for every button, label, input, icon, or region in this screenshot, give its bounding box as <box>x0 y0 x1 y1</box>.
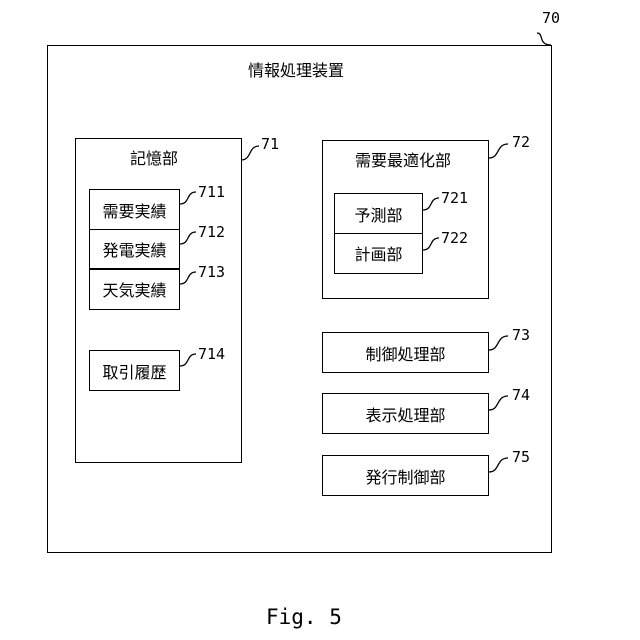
issuing-box: 発行制御部 <box>322 455 489 496</box>
storage-item-generation: 発電実績 <box>89 229 180 270</box>
control-label: 制御処理部 <box>365 341 445 365</box>
optimizer-label: 需要最適化部 <box>355 152 451 170</box>
optimizer-item-plan: 計画部 <box>334 233 423 274</box>
display-ref: 74 <box>512 387 530 403</box>
device-label: 情報処理装置 <box>248 62 344 80</box>
display-label: 表示処理部 <box>365 402 445 426</box>
storage-item-ref: 712 <box>198 224 225 240</box>
issuing-label: 発行制御部 <box>365 464 445 488</box>
storage-item-label: 発電実績 <box>102 237 166 261</box>
storage-history: 取引履歴 <box>89 350 180 391</box>
storage-history-label: 取引履歴 <box>102 359 166 383</box>
storage-item-ref: 713 <box>198 264 225 280</box>
optimizer-item-forecast: 予測部 <box>334 193 423 234</box>
storage-item-ref: 711 <box>198 184 225 200</box>
control-box: 制御処理部 <box>322 332 489 373</box>
optimizer-item-ref: 722 <box>441 230 468 246</box>
device-ref: 70 <box>542 10 560 26</box>
optimizer-item-label: 計画部 <box>354 241 402 265</box>
figure-caption: Fig. 5 <box>266 605 342 629</box>
control-ref: 73 <box>512 327 530 343</box>
storage-item-weather: 天気実績 <box>89 268 180 310</box>
display-box: 表示処理部 <box>322 393 489 434</box>
optimizer-item-label: 予測部 <box>354 202 402 226</box>
storage-ref: 71 <box>261 136 279 152</box>
optimizer-ref: 72 <box>512 134 530 150</box>
storage-history-ref: 714 <box>198 346 225 362</box>
storage-item-label: 天気実績 <box>102 277 166 301</box>
storage-item-demand: 需要実績 <box>89 189 180 230</box>
storage-item-label: 需要実績 <box>102 198 166 222</box>
issuing-ref: 75 <box>512 449 530 465</box>
leader-70 <box>537 33 551 45</box>
optimizer-item-ref: 721 <box>441 190 468 206</box>
storage-label: 記憶部 <box>130 150 178 168</box>
